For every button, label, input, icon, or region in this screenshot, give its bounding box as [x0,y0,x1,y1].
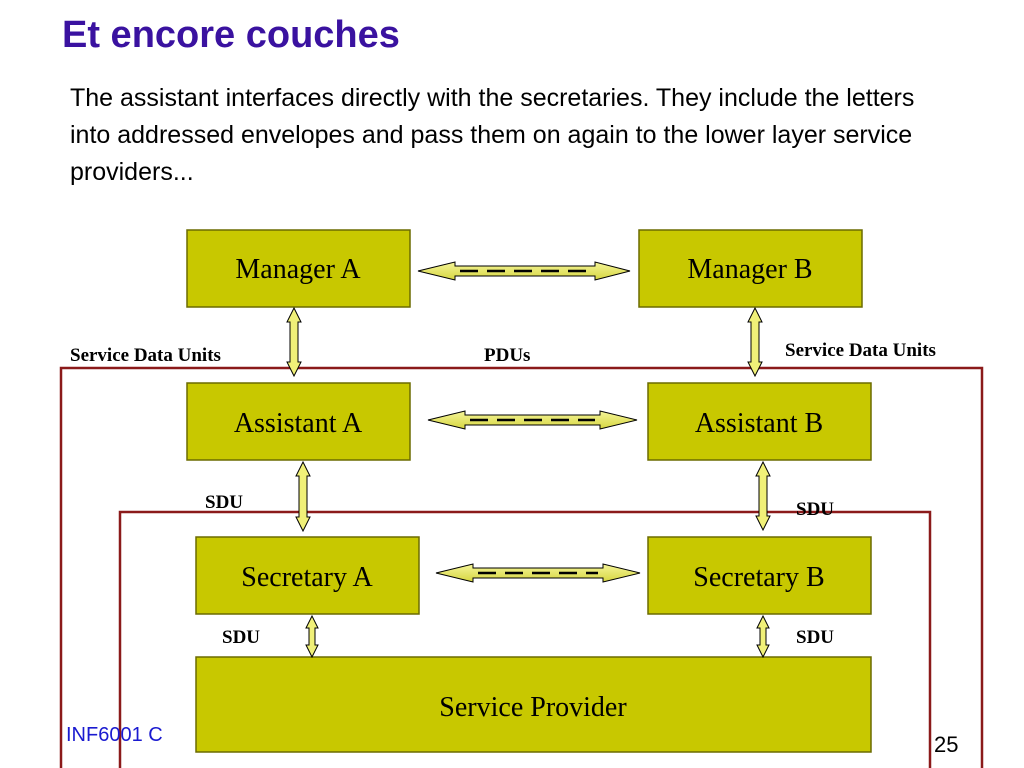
assistant-a-box [186,382,411,461]
manager-peer-arrow [417,261,631,281]
manager-b-box [638,229,863,308]
sdu-label-assistant-b: SDU [796,499,834,520]
assistant-peer-arrow [427,410,638,430]
assistant-b-box [647,382,872,461]
sdu-label-secretary-b: SDU [796,627,834,648]
outer-frame [59,366,984,768]
manager-a-box [186,229,411,308]
secretary-b-label: Secretary B [693,562,824,593]
assistant-b-label: Assistant B [695,408,823,439]
secretary-b-provider-arrow [756,614,770,659]
sdu-label-assistant-a: SDU [205,492,243,513]
secretary-peer-arrow [435,563,641,583]
secretary-b-box [647,536,872,615]
assistant-a-label: Assistant A [234,408,363,439]
manager-b-assistant-b-arrow [747,306,763,378]
slide-title: Et encore couches [62,14,400,56]
assistant-b-secretary-b-arrow [755,460,771,532]
service-provider-label: Service Provider [439,692,627,723]
secretary-a-label: Secretary A [241,562,373,593]
service-data-units-left-label: Service Data Units [70,345,221,366]
footer-course-code: INF6001 C [66,724,163,746]
sdu-label-secretary-a: SDU [222,627,260,648]
inner-frame [118,510,932,768]
pdus-label: PDUs [484,345,530,366]
page-number: 25 [934,732,959,757]
manager-b-label: Manager B [687,254,812,285]
secretary-a-box [195,536,420,615]
secretary-a-provider-arrow [305,614,319,659]
service-data-units-right-label: Service Data Units [785,340,936,361]
manager-a-assistant-a-arrow [286,306,302,378]
manager-a-label: Manager A [235,254,361,285]
service-provider-box [195,656,872,753]
slide-paragraph: The assistant interfaces directly with t… [70,84,915,186]
assistant-a-secretary-a-arrow [295,460,311,533]
